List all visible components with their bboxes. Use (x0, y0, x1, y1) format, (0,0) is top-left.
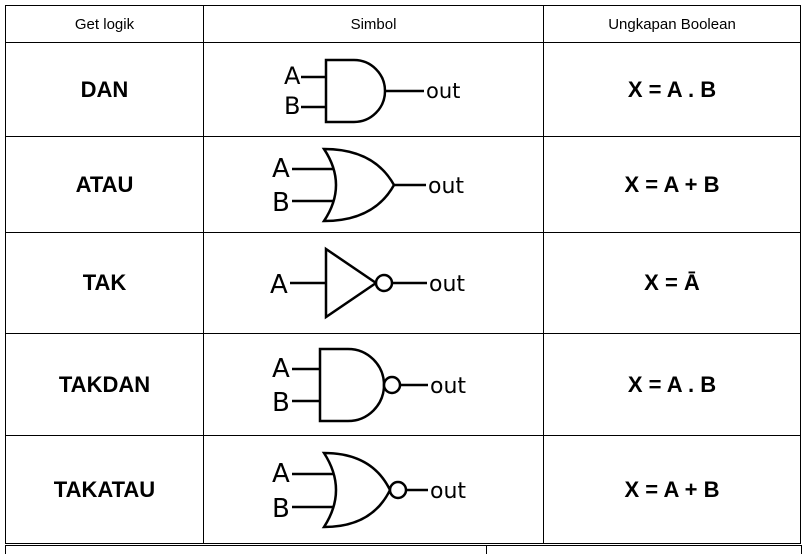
input-b-label: B (284, 92, 300, 120)
or-gate-icon: A B out (272, 147, 464, 222)
output-label: out (430, 479, 466, 504)
output-label: out (430, 374, 466, 399)
nor-gate-icon: A B out (272, 451, 466, 528)
symbol-cell: A B out (203, 435, 544, 544)
input-a-label: A (284, 62, 301, 90)
header-row: Get logik Simbol Ungkapan Boolean (5, 5, 801, 43)
output-label: out (426, 79, 460, 103)
gate-name: TAKDAN (5, 333, 204, 436)
boolean-expression: X = A . B (543, 42, 801, 137)
input-a-label: A (272, 459, 290, 489)
symbol-cell: A B out (203, 42, 544, 137)
symbol-cell: A B out (203, 136, 544, 233)
boolean-expression: X = A + B (543, 435, 801, 544)
next-table-divider (486, 546, 487, 554)
table-row-nand: TAKDAN A B out X = A . B (5, 333, 801, 436)
header-gate: Get logik (5, 5, 204, 43)
header-symbol: Simbol (203, 5, 544, 43)
input-a-label: A (272, 154, 290, 184)
header-expression: Ungkapan Boolean (543, 5, 801, 43)
output-label: out (428, 174, 464, 199)
logic-gate-table: Get logik Simbol Ungkapan Boolean DAN A … (5, 5, 801, 544)
table-row-or: ATAU A B out X = A + B (5, 136, 801, 233)
output-label: out (429, 272, 465, 297)
input-b-label: B (272, 494, 290, 524)
table-row-nor: TAKATAU A B out X = A + B (5, 435, 801, 544)
input-b-label: B (272, 388, 290, 418)
not-gate-icon: A out (270, 246, 465, 320)
boolean-expression: X = Ā (543, 232, 801, 334)
input-a-label: A (270, 270, 288, 300)
table-row-not: TAK A out X = Ā (5, 232, 801, 334)
input-b-label: B (272, 188, 290, 218)
gate-name: TAKATAU (5, 435, 204, 544)
next-table-top (5, 545, 802, 554)
table-row-and: DAN A B out X = A . B (5, 42, 801, 137)
gate-name: TAK (5, 232, 204, 334)
nand-gate-icon: A B out (272, 347, 466, 422)
gate-name: DAN (5, 42, 204, 137)
input-a-label: A (272, 354, 290, 384)
gate-name: ATAU (5, 136, 204, 233)
symbol-cell: A out (203, 232, 544, 334)
symbol-cell: A B out (203, 333, 544, 436)
boolean-expression: X = A + B (543, 136, 801, 233)
boolean-expression: X = A . B (543, 333, 801, 436)
and-gate-icon: A B out (284, 58, 460, 123)
